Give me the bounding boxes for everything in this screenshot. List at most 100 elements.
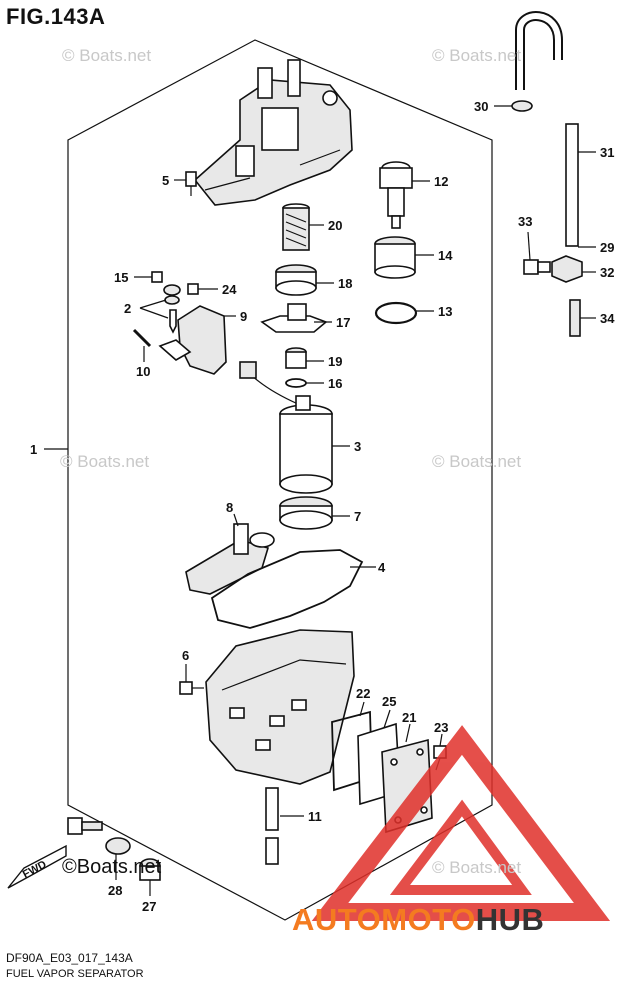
bolt-33[interactable] xyxy=(523,259,551,275)
screw-6[interactable] xyxy=(179,681,204,695)
fuel-pump-3[interactable] xyxy=(239,361,333,494)
callout-1: 1 xyxy=(30,442,68,457)
watermark-text: © Boats.net xyxy=(432,858,522,877)
svg-text:25: 25 xyxy=(382,694,396,709)
pump-seat-7[interactable] xyxy=(279,496,333,530)
plug-27[interactable] xyxy=(139,858,161,881)
svg-text:24: 24 xyxy=(222,282,237,297)
svg-text:19: 19 xyxy=(328,354,342,369)
screw-5[interactable] xyxy=(185,171,197,196)
callout-14: 14 xyxy=(415,248,453,263)
callout-9: 9 xyxy=(224,309,247,324)
brand-left: AUTOMOTO xyxy=(292,902,476,937)
svg-text:15: 15 xyxy=(114,270,128,285)
filter-20[interactable] xyxy=(282,203,310,251)
svg-text:18: 18 xyxy=(338,276,352,291)
model-code: DF90A_E03_017_143A xyxy=(6,951,133,965)
callout-11: 11 xyxy=(280,809,322,824)
bracket-17[interactable] xyxy=(260,303,328,333)
clip-32[interactable] xyxy=(551,255,583,283)
callout-28: 28 xyxy=(108,854,122,898)
callout-10: 10 xyxy=(136,346,150,379)
screw-24[interactable] xyxy=(187,283,199,295)
svg-text:21: 21 xyxy=(402,710,416,725)
callout-18: 18 xyxy=(316,276,352,291)
svg-text:13: 13 xyxy=(438,304,452,319)
grommet-19[interactable] xyxy=(285,347,307,369)
fwd-label: FWD xyxy=(21,858,49,880)
watermark-overlay: ©Boats.net xyxy=(62,856,162,878)
callout-24: 24 xyxy=(198,282,237,297)
callout-25: 25 xyxy=(382,694,396,729)
svg-text:1: 1 xyxy=(30,442,37,457)
svg-text:27: 27 xyxy=(142,899,156,914)
svg-text:8: 8 xyxy=(226,500,233,515)
callout-13: 13 xyxy=(416,304,452,319)
callout-31: 31 xyxy=(578,145,614,160)
svg-text:3: 3 xyxy=(354,439,361,454)
assembly-frame xyxy=(67,39,493,921)
svg-text:32: 32 xyxy=(600,265,614,280)
watermark-text: © Boats.net xyxy=(432,452,522,471)
svg-text:2: 2 xyxy=(124,301,131,316)
grommet-set-2[interactable] xyxy=(163,284,181,334)
cover-9[interactable] xyxy=(177,305,227,375)
callout-32: 32 xyxy=(582,265,614,280)
callout-33: 33 xyxy=(518,214,532,261)
svg-text:14: 14 xyxy=(438,248,453,263)
callout-19: 19 xyxy=(306,354,342,369)
collar-18[interactable] xyxy=(275,264,317,296)
svg-text:28: 28 xyxy=(108,883,122,898)
svg-text:6: 6 xyxy=(182,648,189,663)
brand-right: HUB xyxy=(475,902,545,937)
watermark-text: © Boats.net xyxy=(60,452,150,471)
svg-text:30: 30 xyxy=(474,99,488,114)
svg-text:4: 4 xyxy=(378,560,386,575)
logo-triangle-outer xyxy=(311,725,611,921)
svg-text:33: 33 xyxy=(518,214,532,229)
bolt-28[interactable] xyxy=(67,817,131,855)
callout-29: 29 xyxy=(578,240,614,255)
fitting-34[interactable] xyxy=(569,299,581,337)
callout-20: 20 xyxy=(309,218,342,233)
clamp-30[interactable] xyxy=(511,100,533,112)
harness-connector[interactable] xyxy=(158,339,192,361)
callout-5: 5 xyxy=(162,173,186,188)
gasket-4[interactable] xyxy=(210,549,364,629)
callout-7: 7 xyxy=(332,509,361,524)
callout-12: 12 xyxy=(412,174,448,189)
callout-34: 34 xyxy=(580,311,615,326)
callout-6: 6 xyxy=(182,648,189,682)
callout-21: 21 xyxy=(402,710,416,743)
callout-3: 3 xyxy=(332,439,361,454)
svg-text:16: 16 xyxy=(328,376,342,391)
o-ring-16[interactable] xyxy=(285,378,307,388)
callout-16: 16 xyxy=(306,376,342,391)
pin-10[interactable] xyxy=(132,328,152,348)
svg-text:22: 22 xyxy=(356,686,370,701)
figure-title: FIG.143A xyxy=(6,4,106,29)
float-8[interactable] xyxy=(185,523,275,595)
hose-section-29[interactable] xyxy=(565,123,579,247)
svg-text:7: 7 xyxy=(354,509,361,524)
svg-text:5: 5 xyxy=(162,173,169,188)
svg-text:10: 10 xyxy=(136,364,150,379)
svg-text:23: 23 xyxy=(434,720,448,735)
svg-text:9: 9 xyxy=(240,309,247,324)
pressure-regulator-12[interactable] xyxy=(379,161,413,229)
regulator-holder-14[interactable] xyxy=(374,236,416,279)
section-name: FUEL VAPOR SEPARATOR xyxy=(6,968,144,980)
tube-11[interactable] xyxy=(265,787,279,865)
callout-8: 8 xyxy=(226,500,239,527)
svg-text:20: 20 xyxy=(328,218,342,233)
separator-cover[interactable] xyxy=(193,59,353,206)
svg-text:12: 12 xyxy=(434,174,448,189)
separator-body[interactable] xyxy=(205,629,355,785)
o-ring-13[interactable] xyxy=(374,301,418,325)
callout-2: 2 xyxy=(124,299,169,319)
bolt-15[interactable] xyxy=(151,271,163,283)
brand-logo-wordmark: AUTOMOTOHUB xyxy=(292,902,544,938)
callout-17: 17 xyxy=(314,315,350,330)
